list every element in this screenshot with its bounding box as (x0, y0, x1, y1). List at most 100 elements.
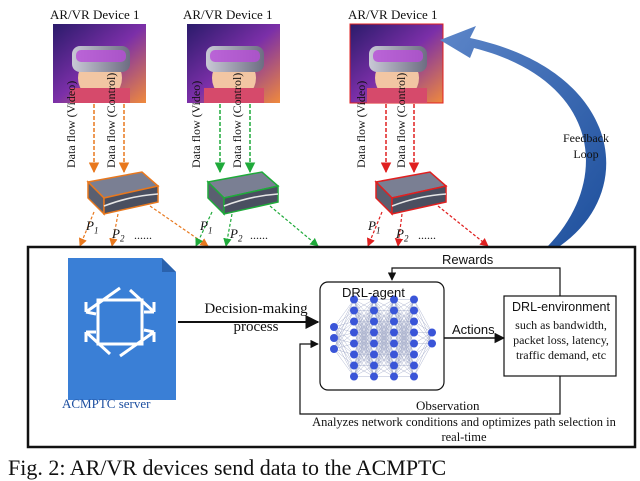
decision-line-1: Decision-making (204, 301, 308, 317)
feedback-line-2: Loop (573, 147, 599, 161)
observation-label: Observation (416, 398, 480, 413)
switch-1-paths (78, 205, 209, 247)
path-p2-label-3: P2 (396, 226, 409, 244)
nn-edge (413, 299, 433, 333)
environment-line-3: traffic demand, etc (515, 348, 607, 362)
device-1-flow-control: Data flow (Control) (104, 72, 118, 168)
switch-1-icon (86, 171, 160, 216)
observation-arrow (299, 339, 561, 415)
switch-2-icon (206, 171, 280, 216)
system-box (26, 245, 637, 449)
nn-node (410, 317, 418, 326)
nn-node (330, 334, 338, 342)
feedback-loop-label: Feedback Loop (556, 130, 616, 162)
nn-node (330, 345, 338, 353)
nn-edge (333, 310, 355, 350)
device-3-flows (380, 104, 420, 174)
nn-node (370, 317, 378, 326)
nn-node (390, 350, 398, 359)
device-3-flow-control: Data flow (Control) (394, 72, 408, 168)
nn-node (390, 317, 398, 326)
path-dots-3: ...... (418, 228, 436, 242)
feedback-line-1: Feedback (563, 131, 609, 145)
nn-edge (413, 332, 433, 355)
nn-edge (353, 332, 375, 377)
nn-node (410, 361, 418, 370)
nn-edge (333, 299, 355, 328)
switch-3-icon (374, 171, 448, 216)
environment-line-1: such as bandwidth, (515, 318, 607, 332)
nn-node (370, 306, 378, 315)
nn-node (350, 328, 358, 337)
nn-edge (333, 332, 355, 350)
nn-node (370, 361, 378, 370)
nn-node (390, 361, 398, 370)
path-p1-label-2: P1 (200, 218, 213, 236)
device-2-flow-video: Data flow (Video) (189, 80, 203, 168)
nn-edge (373, 299, 395, 333)
environment-line-2: packet loss, latency, (513, 333, 609, 347)
nn-edge (353, 299, 375, 322)
device-1-flows (88, 104, 130, 174)
nn-node (410, 339, 418, 348)
nn-node (390, 339, 398, 348)
analyze-line-2: real-time (441, 430, 487, 444)
path-p2-label: P2 (112, 226, 125, 244)
nn-node (350, 317, 358, 326)
nn-node (370, 339, 378, 348)
device-3-label: AR/VR Device 1 (348, 7, 438, 22)
nn-node (350, 295, 358, 304)
nn-edge (393, 354, 415, 377)
nn-edge (373, 332, 395, 377)
nn-node (370, 372, 378, 381)
drl-environment-title: DRL-environment (512, 300, 610, 314)
figure-caption: Fig. 2: AR/VR devices send data to the A… (8, 455, 447, 480)
switch-3-paths (366, 205, 489, 247)
nn-node (390, 328, 398, 337)
device-2-flow-control: Data flow (Control) (230, 72, 244, 168)
server-label: ACMPTC server (62, 396, 151, 411)
nn-edge (393, 299, 415, 333)
decision-line-2: process (233, 319, 279, 335)
nn-edge (373, 343, 395, 377)
device-1-flow-video: Data flow (Video) (64, 80, 78, 168)
nn-node (370, 295, 378, 304)
nn-node (370, 350, 378, 359)
server-icon (68, 258, 176, 400)
device-1-label: AR/VR Device 1 (50, 7, 140, 22)
nn-node (350, 372, 358, 381)
nn-edge (333, 348, 355, 377)
path-dots-2: ...... (250, 228, 268, 242)
nn-node (410, 295, 418, 304)
nn-node (390, 295, 398, 304)
nn-edge (353, 299, 375, 344)
nn-node (410, 372, 418, 381)
device-1-image (53, 24, 146, 103)
nn-node (390, 372, 398, 381)
nn-node (350, 339, 358, 348)
device-2-image (187, 24, 280, 103)
nn-edge (413, 332, 433, 366)
nn-node (410, 328, 418, 337)
nn-edge (353, 343, 375, 377)
nn-edge (393, 299, 415, 322)
nn-edge (413, 343, 433, 377)
nn-node (370, 328, 378, 337)
nn-edge (353, 299, 375, 333)
drl-agent-title: DRL-agent (342, 285, 405, 300)
analyze-line-1: Analyzes network conditions and optimize… (312, 415, 616, 429)
nn-edge (373, 299, 395, 344)
path-p2-label-2: P2 (230, 226, 243, 244)
nn-edge (333, 299, 355, 339)
nn-edge (393, 299, 415, 344)
nn-edge (333, 299, 355, 350)
drl-environment-text: DRL-environment such as bandwidth, packe… (506, 300, 616, 363)
nn-edge (413, 332, 433, 377)
nn-node (330, 323, 338, 331)
device-2-label: AR/VR Device 1 (183, 7, 273, 22)
nn-node (350, 350, 358, 359)
drl-agent-box (319, 281, 445, 391)
device-3-flow-video: Data flow (Video) (354, 80, 368, 168)
nn-edge (373, 354, 395, 377)
